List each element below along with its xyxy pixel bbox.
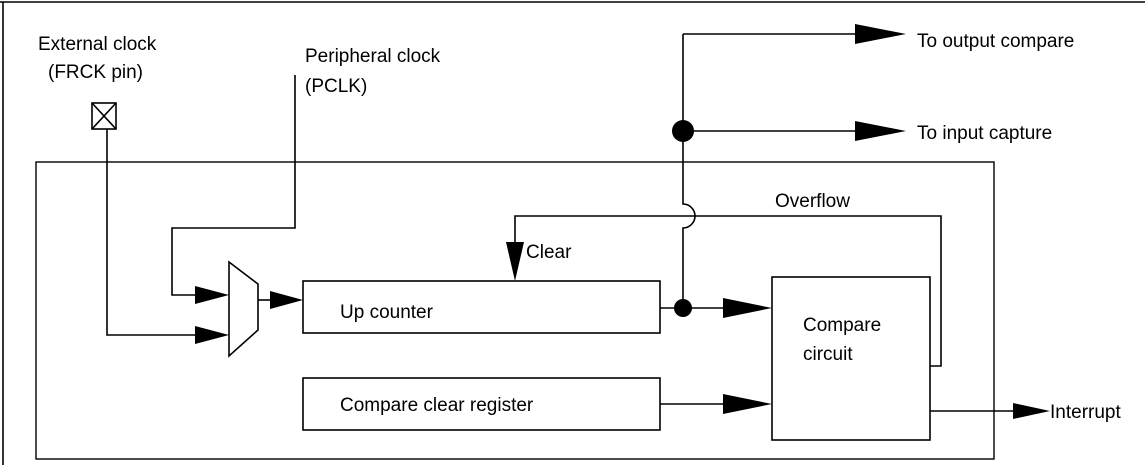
interrupt-label: Interrupt: [1050, 402, 1121, 423]
counter-output-arrow: [723, 298, 772, 318]
input-capture-arrow: [855, 121, 906, 141]
pclk-arrow: [195, 286, 229, 304]
clear-feedback-wire: [514, 215, 942, 367]
output-compare-arrow: [855, 24, 906, 44]
to-input-capture-label: To input capture: [917, 123, 1052, 144]
interrupt-arrow: [1013, 403, 1050, 419]
frck-arrow: [195, 326, 229, 344]
compare-circuit-block: [771, 276, 931, 441]
to-output-compare-label: To output compare: [917, 31, 1074, 52]
peripheral-clock-label: Peripheral clock: [305, 46, 441, 67]
register-output-arrow: [723, 394, 772, 414]
compare-clear-register-label: Compare clear register: [340, 395, 534, 416]
pclk-label: (PCLK): [305, 76, 367, 97]
mux-output-arrow: [270, 291, 303, 309]
external-clock-pin-label: (FRCK pin): [48, 62, 143, 83]
frck-wire: [106, 129, 195, 336]
counter-bus-wire: [682, 34, 696, 308]
overflow-label: Overflow: [775, 191, 850, 212]
up-counter-block: [302, 280, 661, 334]
external-clock-label: External clock: [38, 34, 157, 55]
up-counter-label: Up counter: [340, 302, 434, 323]
clear-arrow: [506, 242, 524, 281]
compare-circuit-label-1: Compare: [803, 315, 881, 336]
clear-label: Clear: [526, 242, 572, 263]
module-frame: [35, 161, 995, 460]
compare-circuit-label-2: circuit: [803, 344, 853, 365]
compare-clear-register-block: [302, 377, 661, 431]
clock-select-mux: [228, 260, 259, 358]
frck-pin-icon: [91, 102, 117, 130]
pclk-wire: [171, 75, 296, 296]
